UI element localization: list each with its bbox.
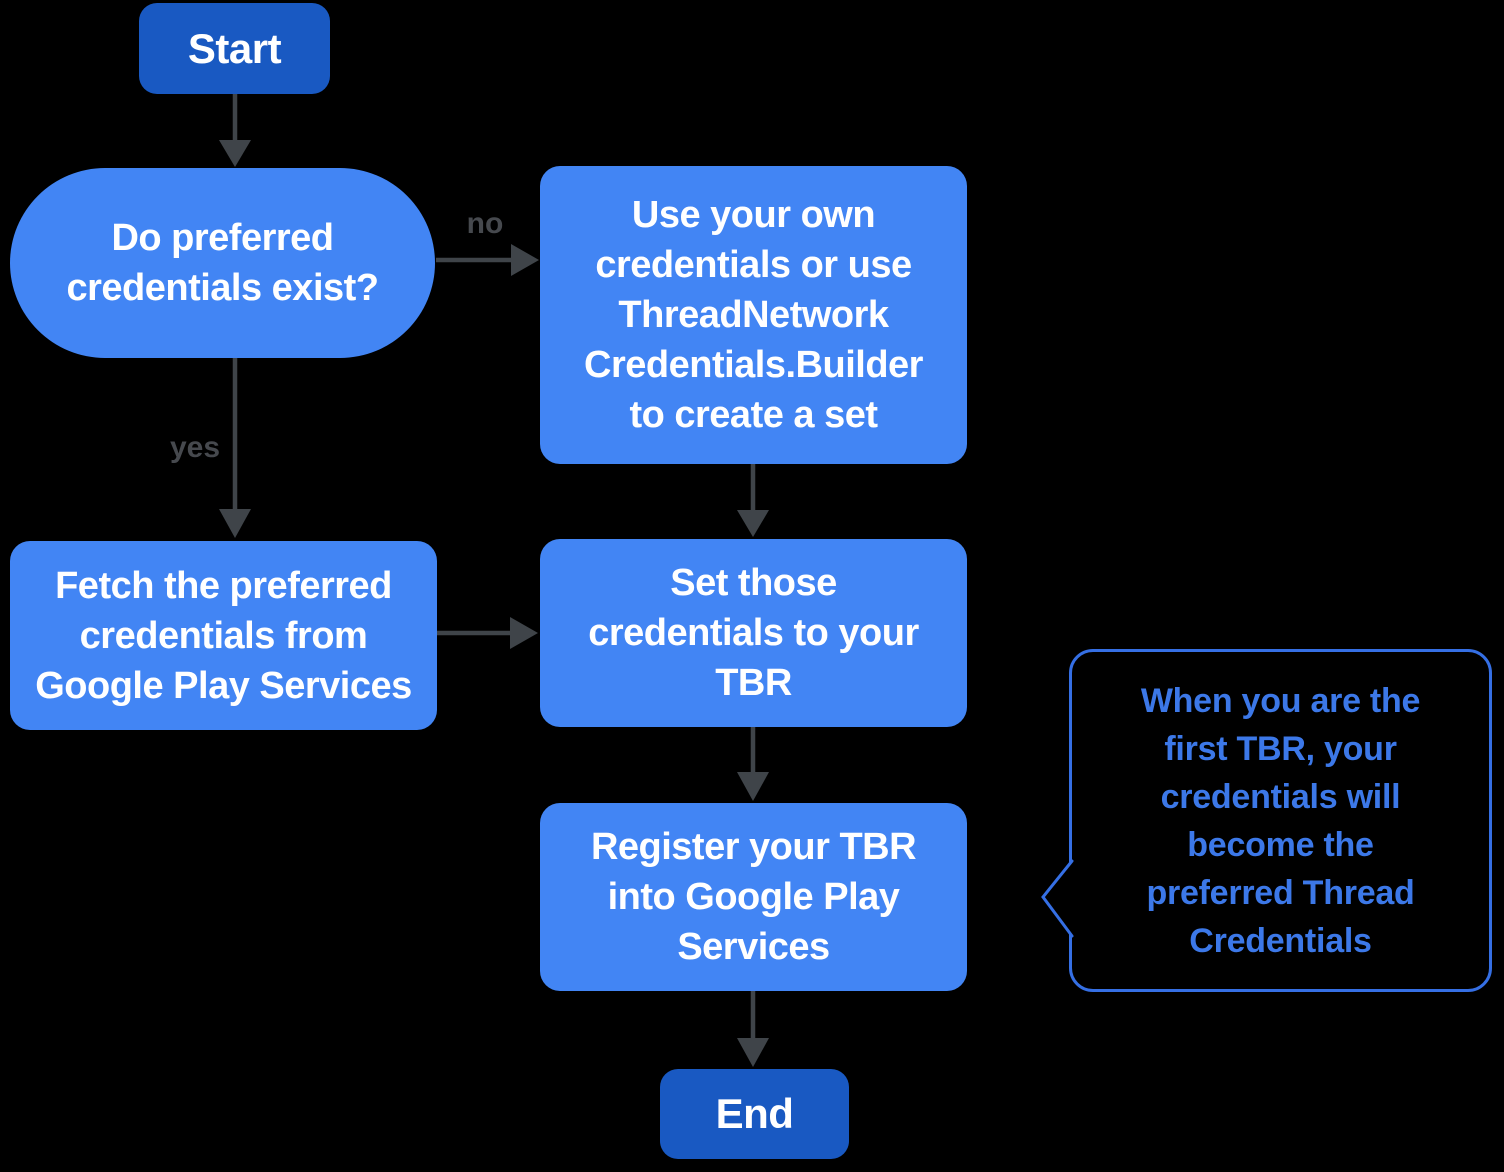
arrow-use-own-to-set — [737, 464, 769, 537]
node-use-own-label: Use your own credentials or use ThreadNe… — [584, 194, 923, 436]
node-use-own-credentials: Use your own credentials or use ThreadNe… — [540, 166, 967, 464]
node-fetch-label: Fetch the preferred credentials from Goo… — [35, 564, 412, 707]
arrow-set-to-register — [737, 727, 769, 801]
node-decision-preferred-credentials: Do preferred credentials exist? — [10, 168, 435, 358]
callout-note: When you are the first TBR, your credent… — [1069, 649, 1492, 992]
arrow-decision-to-use-own — [436, 244, 539, 276]
node-end: End — [660, 1069, 849, 1159]
node-fetch-preferred-credentials: Fetch the preferred credentials from Goo… — [10, 541, 437, 730]
node-end-label: End — [715, 1090, 794, 1137]
node-set-label: Set those credentials to your TBR — [588, 562, 919, 704]
callout-note-text: When you are the first TBR, your credent… — [1140, 681, 1421, 960]
edge-label-no: no — [466, 207, 504, 240]
node-start: Start — [139, 3, 330, 94]
arrow-start-to-decision — [219, 94, 251, 167]
edge-label-yes: yes — [169, 431, 221, 464]
callout-tail — [1041, 859, 1074, 938]
node-register-label: Register your TBR into Google Play Servi… — [590, 826, 917, 968]
arrow-register-to-end — [737, 991, 769, 1067]
node-decision-label: Do preferred credentials exist? — [66, 217, 379, 309]
node-register-tbr: Register your TBR into Google Play Servi… — [540, 803, 967, 991]
arrow-fetch-to-set — [437, 617, 538, 649]
node-start-label: Start — [187, 24, 282, 72]
node-set-credentials: Set those credentials to your TBR — [540, 539, 967, 727]
